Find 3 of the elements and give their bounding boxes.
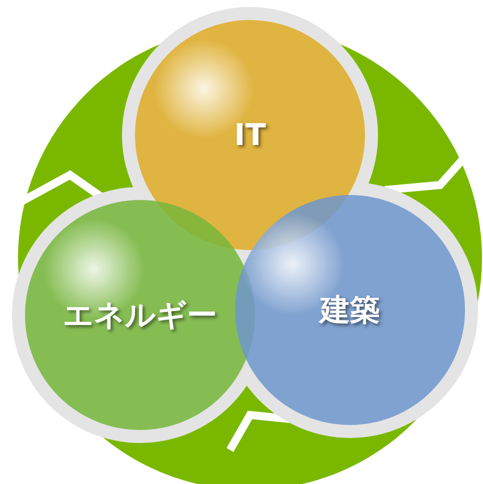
circle-label: IT: [234, 118, 266, 152]
circle-label: エネルギー: [63, 296, 217, 334]
circle-label: 建築: [320, 292, 380, 330]
